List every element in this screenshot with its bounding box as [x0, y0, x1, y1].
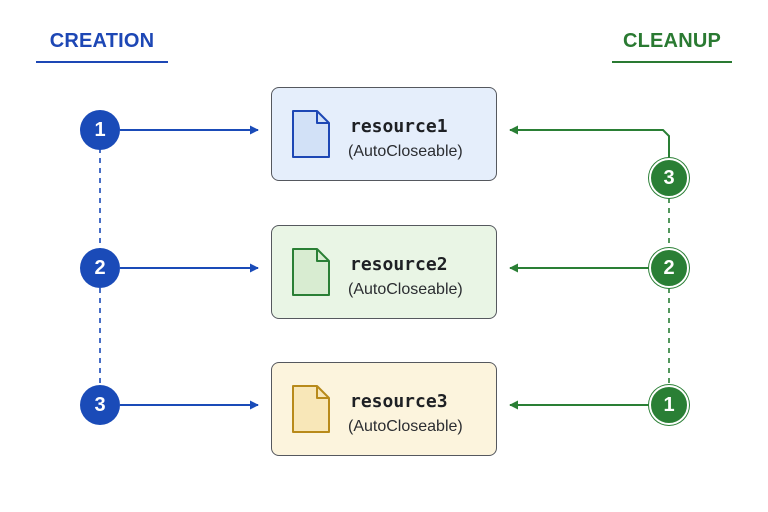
- resource-card-1: resource1 (AutoCloseable): [271, 87, 497, 181]
- resource-card-2: resource2 (AutoCloseable): [271, 225, 497, 319]
- document-icon: [292, 385, 330, 433]
- document-icon: [292, 248, 330, 296]
- creation-heading: CREATION: [36, 30, 168, 63]
- cleanup-step-badge: 3: [649, 158, 689, 198]
- cleanup-step-badge: 2: [649, 248, 689, 288]
- resource-type: (AutoCloseable): [348, 281, 463, 298]
- resource-name: resource1: [350, 116, 448, 137]
- resource-type: (AutoCloseable): [348, 418, 463, 435]
- creation-step-badge: 1: [80, 110, 120, 150]
- creation-step-badge: 2: [80, 248, 120, 288]
- resource-type: (AutoCloseable): [348, 143, 463, 160]
- resource-name: resource3: [350, 391, 448, 412]
- cleanup-arrow-resource1: [509, 125, 670, 158]
- document-icon: [292, 110, 330, 158]
- cleanup-step-badge: 1: [649, 385, 689, 425]
- creation-step-badge: 3: [80, 385, 120, 425]
- resource-card-3: resource3 (AutoCloseable): [271, 362, 497, 456]
- cleanup-heading: CLEANUP: [612, 30, 732, 63]
- resource-name: resource2: [350, 254, 448, 275]
